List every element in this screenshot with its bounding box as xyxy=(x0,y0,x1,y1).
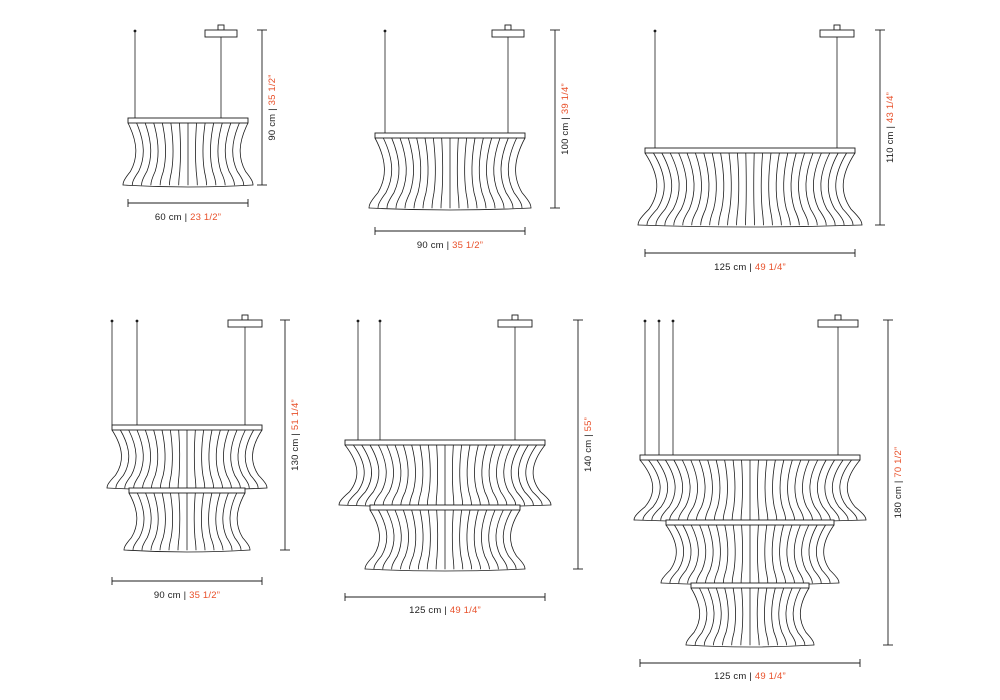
width-cm-6: 125 cm xyxy=(714,671,746,682)
dimension-lines xyxy=(644,29,885,257)
dimension-lines xyxy=(374,29,560,235)
separator: | xyxy=(583,431,594,439)
dimension-lines xyxy=(639,319,893,667)
lamp-panel-4: 130 cm | 51 1/4” 90 cm | 35 1/2” xyxy=(85,305,315,603)
height-in-5: 55” xyxy=(583,417,594,431)
height-cm-1: 90 cm xyxy=(267,114,278,141)
lamp-svg-1: 90 cm | 35 1/2” 60 cm | 23 1/2” xyxy=(122,24,278,223)
height-in-6: 70 1/2” xyxy=(893,447,904,478)
width-dimension-label-3: 125 cm | 49 1/4” xyxy=(714,262,786,273)
separator: | xyxy=(442,605,450,616)
dimension-lines xyxy=(127,29,267,207)
separator: | xyxy=(444,240,452,251)
height-dimension-label-6: 180 cm | 70 1/2” xyxy=(893,447,904,519)
height-cm-6: 180 cm xyxy=(893,486,904,518)
lamp-svg-6: 180 cm | 70 1/2” 125 cm | 49 1/4” xyxy=(633,314,904,682)
lamp-panel-6: 180 cm | 70 1/2” 125 cm | 49 1/4” xyxy=(615,305,927,685)
lamp-drawing xyxy=(637,24,863,228)
height-in-3: 43 1/4” xyxy=(885,92,896,123)
width-dimension-label-2: 90 cm | 35 1/2” xyxy=(417,240,483,251)
height-dimension-label-4: 130 cm | 51 1/4” xyxy=(290,399,301,471)
width-in-4: 35 1/2” xyxy=(189,590,220,601)
height-cm-2: 100 cm xyxy=(560,122,571,154)
lamp-panel-2: 100 cm | 39 1/4” 90 cm | 35 1/2” xyxy=(340,15,585,265)
width-in-1: 23 1/2” xyxy=(190,212,221,223)
separator: | xyxy=(893,478,904,486)
height-dimension-label-3: 110 cm | 43 1/4” xyxy=(885,92,896,163)
width-in-6: 49 1/4” xyxy=(755,671,786,682)
width-dimension-label-6: 125 cm | 49 1/4” xyxy=(714,671,786,682)
width-cm-4: 90 cm xyxy=(154,590,181,601)
width-in-2: 35 1/2” xyxy=(452,240,483,251)
height-dimension-label-5: 140 cm | 55” xyxy=(583,417,594,472)
separator: | xyxy=(181,590,189,601)
height-in-4: 51 1/4” xyxy=(290,399,301,430)
separator: | xyxy=(290,430,301,438)
lamp-drawing xyxy=(338,314,552,572)
height-cm-3: 110 cm xyxy=(885,131,896,163)
width-cm-1: 60 cm xyxy=(155,212,182,223)
dimension-lines xyxy=(111,319,290,585)
width-dimension-label-4: 90 cm | 35 1/2” xyxy=(154,590,220,601)
lamp-panel-3: 110 cm | 43 1/4” 125 cm | 49 1/4” xyxy=(620,15,920,277)
separator: | xyxy=(267,105,278,113)
lamp-svg-2: 100 cm | 39 1/4” 90 cm | 35 1/2” xyxy=(368,24,571,251)
lamp-svg-4: 130 cm | 51 1/4” 90 cm | 35 1/2” xyxy=(106,314,301,601)
width-cm-2: 90 cm xyxy=(417,240,444,251)
height-cm-4: 130 cm xyxy=(290,438,301,470)
height-in-1: 35 1/2” xyxy=(267,74,278,105)
dimension-lines xyxy=(344,319,583,601)
lamp-drawing xyxy=(122,24,254,188)
width-in-3: 49 1/4” xyxy=(755,262,786,273)
lamp-svg-3: 110 cm | 43 1/4” 125 cm | 49 1/4” xyxy=(637,24,896,273)
lamp-svg-5: 140 cm | 55” 125 cm | 49 1/4” xyxy=(338,314,594,616)
height-in-2: 39 1/4” xyxy=(560,83,571,114)
width-in-5: 49 1/4” xyxy=(450,605,481,616)
separator: | xyxy=(560,114,571,122)
separator: | xyxy=(747,262,755,273)
lamp-drawing xyxy=(633,314,867,648)
lamp-panel-1: 90 cm | 35 1/2” 60 cm | 23 1/2” xyxy=(100,15,300,243)
height-cm-5: 140 cm xyxy=(583,440,594,472)
lamp-drawing xyxy=(106,314,268,553)
height-dimension-label-1: 90 cm | 35 1/2” xyxy=(267,74,278,140)
separator: | xyxy=(747,671,755,682)
separator: | xyxy=(182,212,190,223)
width-dimension-label-5: 125 cm | 49 1/4” xyxy=(409,605,481,616)
separator: | xyxy=(885,123,896,131)
lamp-panel-5: 140 cm | 55” 125 cm | 49 1/4” xyxy=(330,305,600,617)
lamp-drawing xyxy=(368,24,532,211)
height-dimension-label-2: 100 cm | 39 1/4” xyxy=(560,83,571,155)
width-dimension-label-1: 60 cm | 23 1/2” xyxy=(155,212,221,223)
width-cm-5: 125 cm xyxy=(409,605,441,616)
width-cm-3: 125 cm xyxy=(714,262,746,273)
